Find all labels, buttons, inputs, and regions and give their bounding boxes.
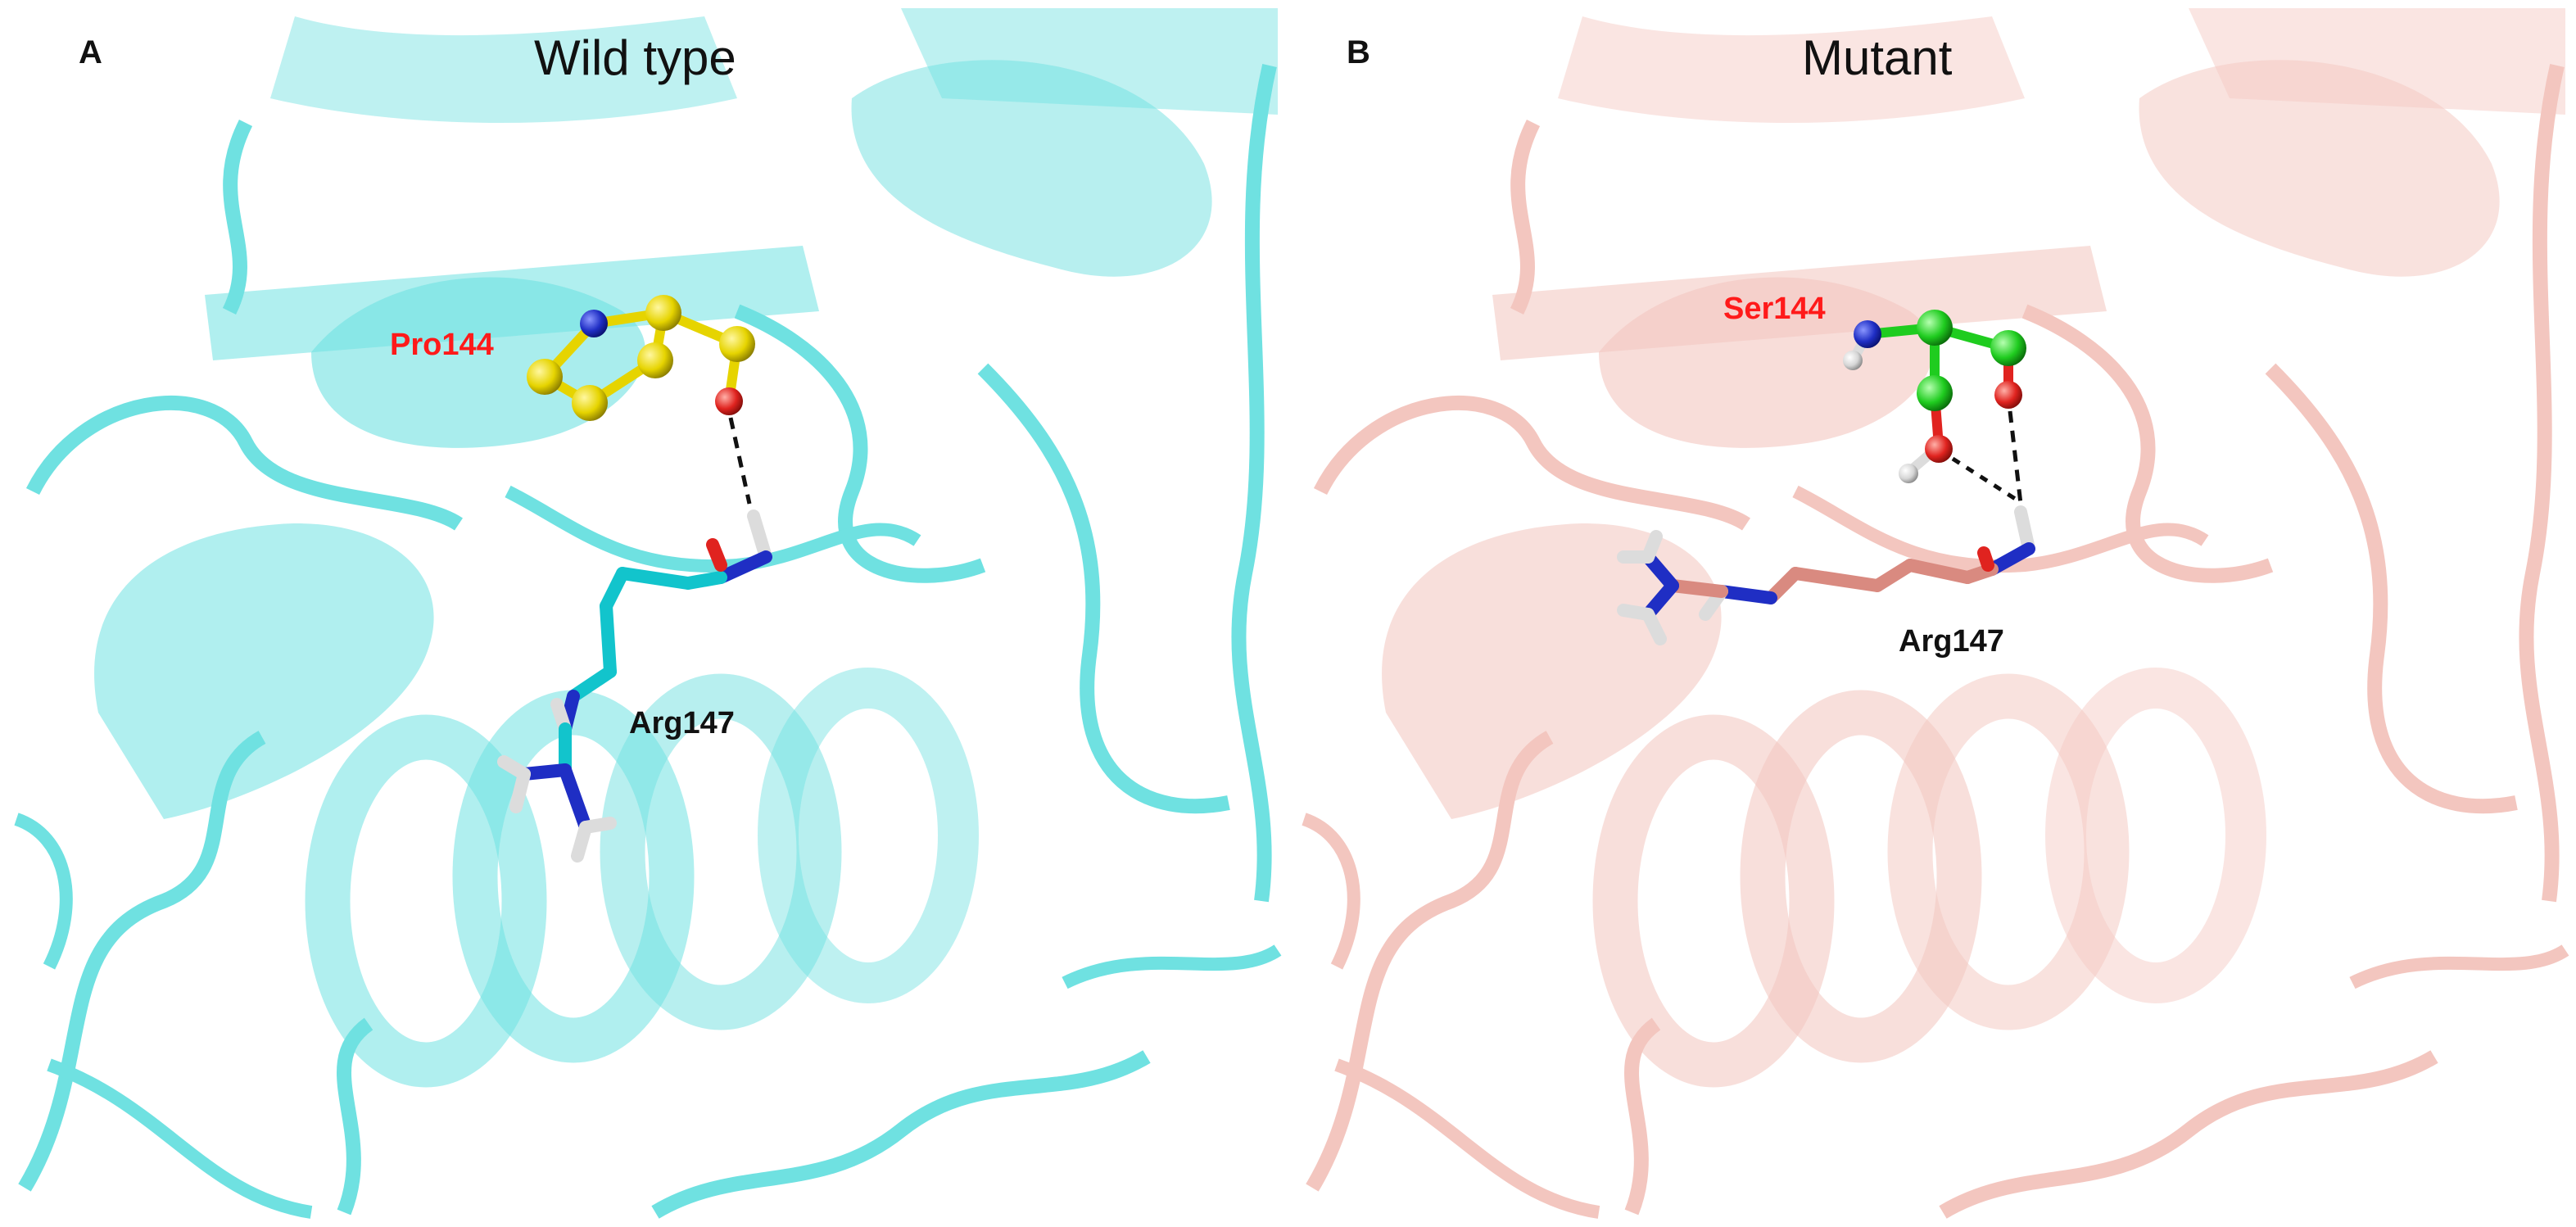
hydrogen-bond — [2008, 410, 2023, 505]
mutant-structure-render — [1302, 8, 2569, 1219]
ser144-ball-and-stick — [1843, 310, 2026, 483]
pro144-ball-and-stick — [527, 295, 755, 421]
panel-a-wild-type: A Wild type Pro144 Arg147 — [14, 8, 1282, 1219]
protein-ribbon — [1302, 8, 2569, 1219]
pro144-label: Pro144 — [390, 328, 494, 362]
arg147-label-a: Arg147 — [629, 706, 735, 740]
arg147-sticks — [1617, 505, 2035, 645]
wild-type-structure-render — [14, 8, 1282, 1219]
ser144-label: Ser144 — [1723, 292, 1826, 326]
arg147-sticks — [497, 509, 772, 863]
protein-ribbon — [14, 8, 1282, 1219]
panel-b-mutant: B Mutant Ser144 Arg147 — [1288, 0, 2576, 1227]
panel-letter-b: B — [1347, 34, 1370, 70]
arg147-label-b: Arg147 — [1899, 624, 2004, 659]
hydrogen-bond — [728, 417, 752, 505]
hydrogen-bond — [1951, 456, 2021, 504]
panel-b-title: Mutant — [1802, 30, 1953, 85]
panel-letter-a: A — [79, 34, 102, 70]
panel-a-title: Wild type — [534, 30, 736, 85]
